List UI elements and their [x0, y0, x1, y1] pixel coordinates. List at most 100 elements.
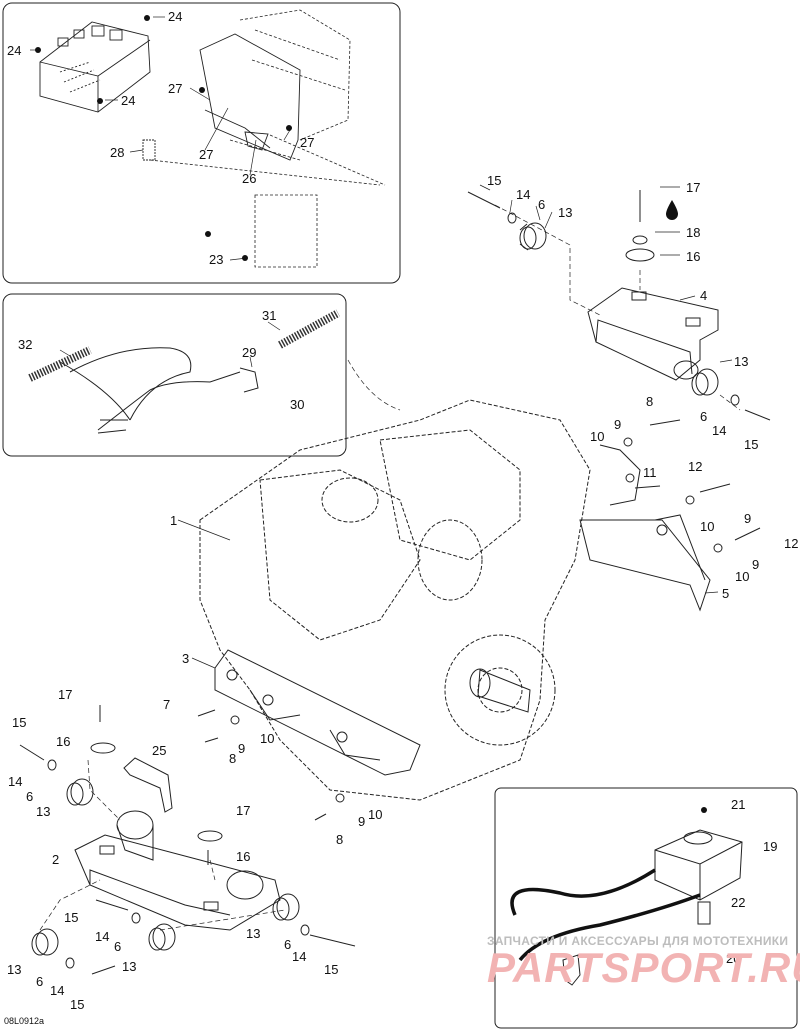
callout-30: 30 [290, 397, 305, 412]
callout-18: 18 [686, 225, 701, 240]
callout-4: 4 [700, 288, 708, 303]
spark-cap-part [562, 954, 581, 986]
callout-9: 9 [238, 741, 246, 756]
callout-10: 10 [368, 807, 383, 822]
callout-5: 5 [722, 586, 730, 601]
engine-bracket-front [214, 649, 421, 776]
frame-outline [149, 9, 386, 268]
engine-output-shaft [469, 668, 531, 713]
callout-1: 1 [170, 513, 178, 528]
callout-24: 24 [7, 43, 22, 58]
leader-lines [30, 16, 733, 669]
callout-6: 6 [26, 789, 34, 804]
nut-parts [35, 15, 707, 813]
fuse-box-part [39, 21, 151, 113]
bolt-parts [19, 190, 771, 975]
callout-3: 3 [182, 651, 190, 666]
watermark-brand: PARTSPORT.RU [487, 944, 800, 991]
callout-6: 6 [538, 197, 546, 212]
callout-8: 8 [336, 832, 344, 847]
callout-15: 15 [70, 997, 85, 1012]
callout-17: 17 [686, 180, 701, 195]
callout-14: 14 [8, 774, 23, 789]
callout-17: 17 [58, 687, 73, 702]
callout-9: 9 [614, 417, 622, 432]
callout-14: 14 [95, 929, 110, 944]
upper-mount-bracket [587, 287, 719, 381]
cover-part [199, 33, 301, 161]
callout-6: 6 [114, 939, 122, 954]
callout-22: 22 [731, 895, 746, 910]
callout-12: 12 [688, 459, 703, 474]
sleeve-part [142, 139, 156, 161]
callout-10: 10 [700, 519, 715, 534]
callout-17: 17 [236, 803, 251, 818]
rubber-mount-parts [31, 222, 719, 956]
callout-14: 14 [50, 983, 65, 998]
callout-27: 27 [168, 81, 183, 96]
watermark-tagline: ЗАПЧАСТИ И АКСЕССУАРЫ ДЛЯ МОТОТЕХНИКИ [487, 934, 789, 948]
detail-box-hoses [2, 293, 347, 457]
callout-12: 12 [784, 536, 799, 551]
callout-6: 6 [284, 937, 292, 952]
callout-2: 2 [52, 852, 60, 867]
callout-13: 13 [7, 962, 22, 977]
callout-28: 28 [110, 145, 125, 160]
callout-9: 9 [744, 511, 752, 526]
assembly-lines [39, 204, 741, 931]
callout-10: 10 [260, 731, 275, 746]
ignition-coil-part [654, 829, 743, 901]
callout-16: 16 [56, 734, 71, 749]
callout-19: 19 [763, 839, 778, 854]
callout-29: 29 [242, 345, 257, 360]
diagram-code: 08L0912a [4, 1016, 45, 1026]
callout-23: 23 [209, 252, 224, 267]
oil-drop-icon [666, 200, 678, 220]
callout-14: 14 [516, 187, 531, 202]
callout-8: 8 [229, 751, 237, 766]
callout-15: 15 [487, 173, 502, 188]
callout-32: 32 [18, 337, 33, 352]
callout-10: 10 [590, 429, 605, 444]
callout-11: 11 [643, 465, 657, 480]
callout-24: 24 [168, 9, 183, 24]
bracket-part [123, 757, 173, 813]
callout-15: 15 [324, 962, 339, 977]
callout-20: 20 [726, 951, 741, 966]
engine-support-lower [74, 810, 281, 931]
detail-box-electrical [2, 2, 401, 284]
engine-bracket-rear [579, 444, 711, 612]
ignition-lead [510, 868, 701, 962]
callout-24: 24 [121, 93, 136, 108]
spring-parts [28, 309, 340, 382]
callout-14: 14 [292, 949, 307, 964]
callout-9: 9 [752, 557, 760, 572]
callout-27: 27 [199, 147, 214, 162]
callout-21: 21 [731, 797, 746, 812]
washer-parts [47, 212, 740, 969]
callout-14: 14 [712, 423, 727, 438]
callout-6: 6 [700, 409, 708, 424]
callout-13: 13 [734, 354, 749, 369]
callout-8: 8 [646, 394, 654, 409]
callout-13: 13 [558, 205, 573, 220]
callout-25: 25 [152, 743, 167, 758]
callout-16: 16 [236, 849, 251, 864]
hose-assembly [59, 347, 259, 434]
callout-26: 26 [242, 171, 257, 186]
spacer-part [697, 901, 711, 925]
callout-7: 7 [163, 697, 171, 712]
callout-15: 15 [64, 910, 79, 925]
callout-13: 13 [246, 926, 261, 941]
callout-10: 10 [735, 569, 750, 584]
callout-31: 31 [262, 308, 277, 323]
callout-13: 13 [36, 804, 51, 819]
callout-27: 27 [300, 135, 315, 150]
callout-15: 15 [12, 715, 27, 730]
callout-15: 15 [744, 437, 759, 452]
detail-box-ignition [494, 787, 798, 1029]
callout-9: 9 [358, 814, 366, 829]
callout-13: 13 [122, 959, 137, 974]
